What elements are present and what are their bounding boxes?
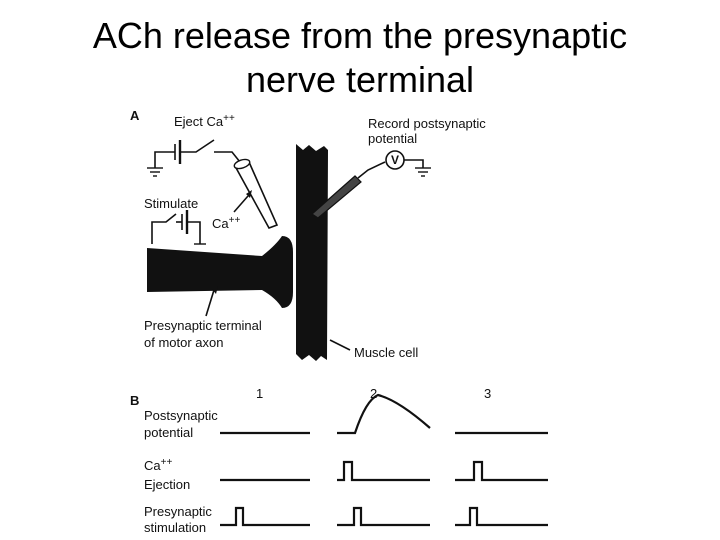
psp-trace-2 (337, 393, 431, 435)
title-line-2: nerve terminal (245, 59, 475, 100)
stim-trace-3 (455, 506, 548, 527)
column-label-3: 3 (484, 386, 491, 401)
muscle-annotation: Muscle cell (329, 339, 418, 360)
row-label-psp-line1: Postsynaptic (144, 408, 218, 423)
presynaptic-terminal (147, 236, 293, 308)
row-label-ca-line1: Ca++ (144, 457, 172, 473)
ground-icon-2 (415, 167, 431, 177)
terminal-label-line1: Presynaptic terminal (144, 318, 262, 333)
ca-trace-2 (337, 460, 430, 482)
recording-electrode: Record postsynaptic potential V (311, 116, 486, 219)
stimulate-label: Stimulate (144, 196, 198, 211)
record-label-line2: potential (368, 131, 417, 146)
row-label-stim-line2: stimulation (144, 520, 206, 535)
svg-text:V: V (391, 153, 399, 167)
terminal-label-line2: of motor axon (144, 335, 224, 350)
title-line-1: ACh release from the presynaptic (92, 15, 628, 56)
eject-circuit: Eject Ca++ (147, 113, 241, 177)
row-label-ca-line2: Ejection (144, 477, 190, 492)
muscle-cell (296, 144, 328, 361)
stim-trace-1 (220, 506, 310, 527)
ca-trace-3 (455, 460, 548, 482)
terminal-annotation: Presynaptic terminal of motor axon (144, 286, 262, 350)
muscle-label: Muscle cell (354, 345, 418, 360)
row-label-psp-line2: potential (144, 425, 193, 440)
slide-title: ACh release from the presynaptic nerve t… (0, 14, 720, 102)
stim-trace-2 (337, 506, 430, 527)
stimulate-circuit: Stimulate Ca++ (144, 190, 252, 245)
voltmeter-icon: V (385, 150, 405, 170)
ground-icon (147, 167, 163, 177)
ca-label: Ca++ (212, 215, 240, 231)
panel-a-letter: A (130, 108, 140, 123)
column-label-2: 2 (370, 386, 377, 401)
ca-pipette (233, 158, 279, 229)
record-label-line1: Record postsynaptic (368, 116, 486, 131)
panel-b-letter: B (130, 393, 139, 408)
row-label-stim-line1: Presynaptic (144, 504, 212, 519)
eject-label: Eject Ca++ (174, 113, 235, 129)
column-label-1: 1 (256, 386, 263, 401)
